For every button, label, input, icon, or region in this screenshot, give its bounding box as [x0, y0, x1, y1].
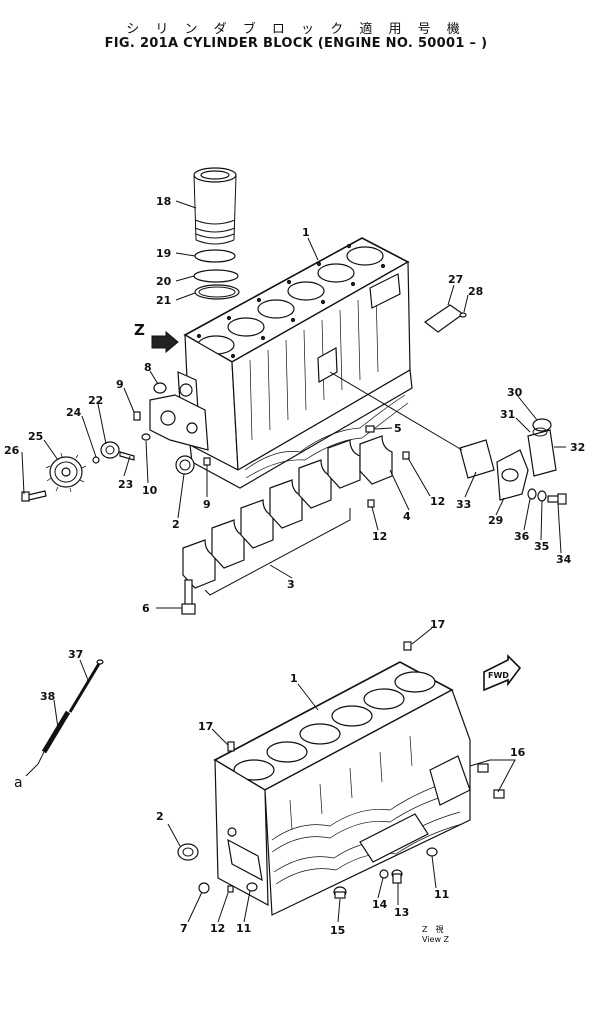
top-leader-lines [21, 200, 566, 609]
plug-17-bottom [227, 741, 235, 752]
fwd-arrow: FWD [483, 654, 522, 692]
label-4: 4 [403, 510, 411, 523]
bolt-28 [459, 312, 467, 318]
pin-5 [365, 425, 375, 433]
label-12-a: 12 [430, 495, 445, 508]
main-bearing-caps [182, 435, 393, 589]
label-2-top: 2 [172, 518, 180, 531]
bottom-leader-lines [53, 627, 516, 923]
washer-35 [537, 490, 547, 502]
dowel-9a [133, 411, 141, 421]
o-ring-20 [193, 269, 239, 283]
label-9-low: 9 [203, 498, 211, 511]
plug-11-a [246, 882, 258, 892]
label-13: 13 [394, 906, 409, 919]
label-5: 5 [394, 422, 402, 435]
marker-a: a [14, 775, 23, 791]
bolt-6 [181, 579, 196, 615]
plug-10 [141, 433, 151, 441]
title-japanese: シ リ ン ダ ブ ロ ッ ク 適 用 号 機 [126, 22, 466, 37]
gasket-33 [459, 439, 495, 479]
label-33: 33 [456, 498, 471, 511]
cylinder-liner [193, 167, 237, 245]
idler-gear-assembly [21, 441, 135, 502]
label-1-bottom: 1 [290, 672, 298, 685]
plug-8 [153, 382, 167, 394]
seal-2-top [175, 455, 195, 475]
label-25: 25 [28, 430, 43, 443]
label-32: 32 [570, 441, 585, 454]
label-14: 14 [372, 898, 388, 911]
bolts-16 [477, 763, 505, 799]
label-31: 31 [500, 408, 515, 421]
label-36: 36 [514, 530, 530, 543]
plug-11-b [426, 847, 438, 857]
view-z-caption: View Z [422, 935, 450, 944]
plug-14 [379, 869, 389, 879]
label-2-bottom: 2 [156, 810, 164, 823]
label-6: 6 [142, 602, 150, 615]
dipstick [68, 659, 104, 713]
label-28: 28 [468, 285, 483, 298]
dipstick-guide [37, 710, 71, 765]
label-9-top: 9 [116, 378, 124, 391]
label-38: 38 [40, 690, 55, 703]
label-18: 18 [156, 195, 171, 208]
dowel-12a [402, 451, 410, 460]
label-21: 21 [156, 294, 171, 307]
view-z-japanese: Z 視 [422, 925, 443, 934]
label-11-a: 11 [236, 922, 251, 935]
label-29: 29 [488, 514, 503, 527]
cylinder-block-top [149, 237, 413, 489]
label-24: 24 [66, 406, 82, 419]
label-26: 26 [4, 444, 20, 457]
label-15: 15 [330, 924, 345, 937]
label-10: 10 [142, 484, 158, 497]
label-23: 23 [118, 478, 133, 491]
dowel-12-bottom [227, 885, 234, 893]
seal-2-bottom [177, 843, 199, 861]
label-37: 37 [68, 648, 83, 661]
washer-36 [527, 488, 537, 500]
gasket-27 [423, 304, 465, 333]
label-12-b: 12 [372, 530, 387, 543]
view-z-arrow: Z [134, 321, 179, 354]
label-19: 19 [156, 247, 171, 260]
label-3: 3 [287, 578, 295, 591]
plug-13 [391, 869, 403, 884]
o-ring-19 [194, 249, 236, 263]
plug-17-top [403, 641, 412, 651]
label-22: 22 [88, 394, 103, 407]
label-16: 16 [510, 746, 526, 759]
label-27: 27 [448, 273, 463, 286]
label-11-b: 11 [434, 888, 449, 901]
fwd-label: FWD [488, 671, 509, 680]
z-marker: Z [134, 321, 145, 339]
label-20: 20 [156, 275, 172, 288]
bolt-34 [547, 493, 567, 505]
label-17-top: 17 [430, 618, 445, 631]
label-30: 30 [507, 386, 523, 399]
label-7: 7 [180, 922, 188, 935]
plug-15 [333, 886, 347, 899]
plug-7 [198, 882, 210, 894]
figure-title: FIG. 201A CYLINDER BLOCK (ENGINE NO. 500… [104, 36, 488, 51]
cylinder-block-view-z [213, 661, 471, 916]
label-34: 34 [556, 553, 572, 566]
dowel-12b [367, 499, 375, 508]
label-1-top: 1 [302, 226, 310, 239]
dowel-9b [203, 457, 211, 466]
water-connector [496, 418, 557, 501]
label-17-left: 17 [198, 720, 213, 733]
label-12-bottom: 12 [210, 922, 225, 935]
label-8: 8 [144, 361, 152, 374]
label-35: 35 [534, 540, 549, 553]
